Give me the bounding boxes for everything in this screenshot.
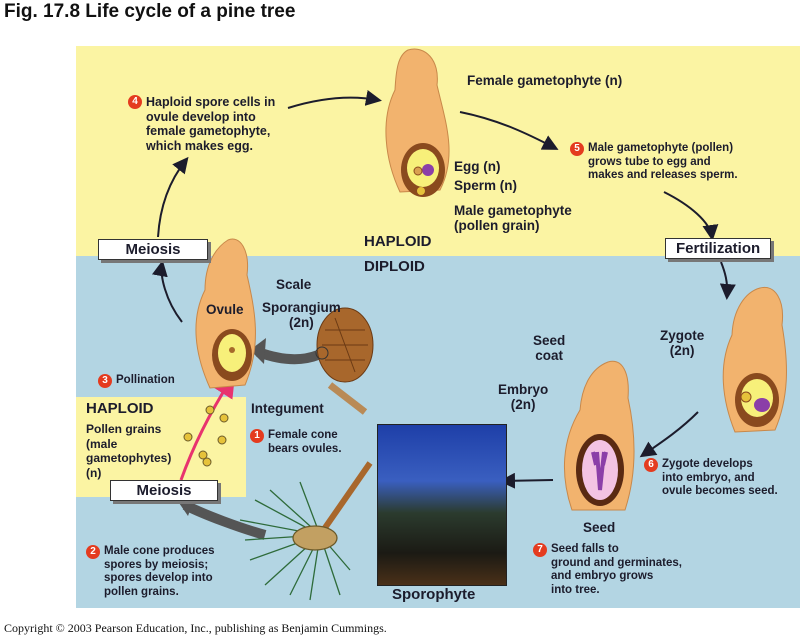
arrow-meiosis-to-step4 — [157, 156, 189, 238]
step-4: 4 Haploid spore cells in ovule develop i… — [128, 95, 275, 153]
step-3-badge: 3 — [98, 374, 112, 388]
step-5: 5 Male gametophyte (pollen) grows tube t… — [570, 142, 738, 183]
arrow-fertilization-to-zygote — [719, 261, 736, 300]
step-6-line: ovule becomes seed. — [662, 485, 778, 497]
step-1-badge: 1 — [250, 429, 264, 443]
step-3: 3 Pollination — [98, 374, 175, 388]
step-4-line: Haploid spore cells in — [146, 95, 276, 109]
step-7-line: and embryo grows — [551, 570, 654, 582]
step-4-line: ovule develop into — [146, 109, 256, 124]
ovule-scale-illustration — [195, 238, 256, 389]
pollen-grains-label: Pollen grains (male gametophytes) (n) — [86, 422, 171, 480]
seed-coat-label-line: Seed — [533, 333, 566, 348]
arrow-gametophyte-to-step5 — [459, 111, 559, 150]
diploid-zone-label: DIPLOID — [364, 258, 425, 275]
scale-label: Scale — [276, 277, 312, 292]
ovule-label: Ovule — [206, 302, 244, 317]
cone-to-ovule-arrow — [256, 347, 320, 365]
arrow-ovule-to-meiosis — [151, 260, 183, 323]
sporangium-label-line: (2n) — [289, 315, 314, 330]
zygote-label: Zygote (2n) — [660, 328, 704, 358]
integument-label: Integument — [251, 401, 324, 416]
sporangium-label: Sporangium (2n) — [262, 300, 341, 330]
step-2-line: Male cone produces — [104, 545, 215, 557]
step-4-badge: 4 — [128, 95, 142, 109]
pollen-grains-label-line: (n) — [86, 465, 102, 480]
arrow-step5-to-fertilization — [663, 191, 719, 241]
sporophyte-photo — [377, 424, 507, 586]
zygote-illustration — [722, 286, 787, 433]
male-cone-branch-illustration — [239, 461, 373, 601]
meiosis-box-upper: Meiosis — [98, 239, 208, 260]
zygote-label-line: (2n) — [669, 343, 695, 358]
male-gametophyte-label-line: (pollen grain) — [454, 218, 540, 233]
step-7-line: ground and germinates, — [551, 556, 682, 569]
ovule-gametophyte-illustration — [385, 48, 450, 197]
arrow-zygote-to-step6 — [639, 411, 699, 458]
seed-coat-label-line: coat — [535, 348, 564, 363]
embryo-label: Embryo (2n) — [498, 382, 548, 412]
step-2-line: spores by meiosis; — [104, 558, 209, 571]
inset-haploid-label: HAPLOID — [86, 400, 154, 417]
step-7: 7 Seed falls to ground and germinates, a… — [533, 543, 682, 597]
haploid-zone-label: HAPLOID — [364, 233, 432, 250]
sporangium-label-line: Sporangium — [262, 300, 341, 315]
step-5-line: grows tube to egg and — [588, 155, 711, 168]
step-6: 6 Zygote develops into embryo, and ovule… — [644, 458, 778, 499]
embryo-label-line: Embryo — [498, 382, 549, 397]
male-gametophyte-label-line: Male gametophyte — [454, 203, 572, 218]
step-6-line: into embryo, and — [662, 471, 755, 484]
male-gametophyte-label: Male gametophyte (pollen grain) — [454, 203, 572, 233]
step-2-badge: 2 — [86, 545, 100, 559]
fertilization-box: Fertilization — [665, 238, 772, 259]
step-7-line: Seed falls to — [551, 543, 619, 555]
egg-label: Egg (n) — [454, 159, 501, 174]
step-2-line: spores develop into — [104, 572, 213, 584]
step-2-line: pollen grains. — [104, 585, 179, 598]
step-7-line: into tree. — [551, 583, 600, 596]
figure-title: Fig. 17.8 Life cycle of a pine tree — [4, 1, 296, 22]
sperm-label: Sperm (n) — [454, 178, 518, 193]
pollen-grains-illustration — [183, 405, 229, 467]
embryo-label-line: (2n) — [510, 397, 536, 412]
step-4-line: which makes egg. — [146, 138, 253, 153]
step-5-badge: 5 — [570, 142, 584, 156]
step-5-line: makes and releases sperm. — [588, 169, 738, 181]
step-6-badge: 6 — [644, 458, 658, 472]
step-3-line: Pollination — [116, 374, 175, 386]
pollen-grains-label-line: (male — [86, 436, 118, 451]
female-gametophyte-label: Female gametophyte (n) — [467, 73, 623, 88]
meiosis-box-lower: Meiosis — [110, 480, 218, 501]
step-1: 1 Female cone bears ovules. — [250, 429, 342, 456]
arrow-step4-to-gametophyte — [287, 90, 382, 109]
pollen-grains-label-line: Pollen grains — [86, 422, 162, 436]
seed-label: Seed — [583, 520, 616, 535]
step-7-badge: 7 — [533, 543, 547, 557]
step-6-line: Zygote develops — [662, 458, 753, 470]
female-cone-illustration — [315, 307, 374, 415]
pollen-grains-label-line: gametophytes) — [86, 451, 172, 465]
sporophyte-label: Sporophyte — [392, 586, 476, 603]
seed-coat-label: Seed coat — [533, 333, 565, 363]
zygote-label-line: Zygote — [660, 328, 705, 343]
copyright-notice: Copyright © 2003 Pearson Education, Inc.… — [4, 621, 387, 635]
seed-illustration — [564, 360, 635, 511]
step-1-line: Female cone — [268, 429, 338, 441]
step-5-line: Male gametophyte (pollen) — [588, 142, 734, 154]
step-1-line: bears ovules. — [268, 442, 342, 455]
step-2: 2 Male cone produces spores by meiosis; … — [86, 545, 215, 599]
pollen-arrow — [179, 372, 236, 481]
male-cone-to-meiosis-arrow — [182, 500, 267, 540]
arrow-seed-to-sporophyte — [499, 472, 554, 489]
step-4-line: female gametophyte, — [146, 124, 271, 138]
